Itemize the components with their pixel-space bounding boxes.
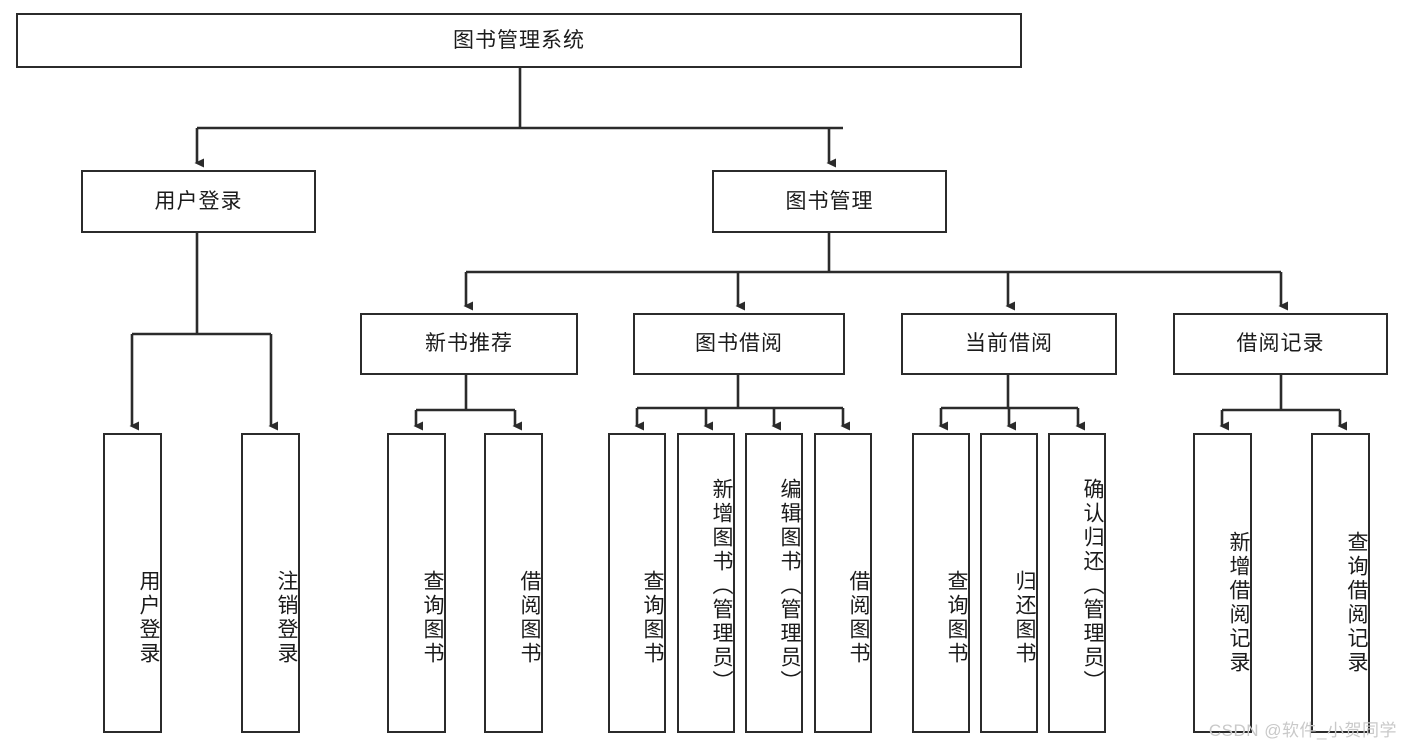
node-user-login-label: 用户登录 — [154, 189, 243, 213]
leaf-borrow-book-1-label: 借阅图书 — [518, 570, 541, 666]
node-current-borrow[interactable]: 当前借阅 — [901, 313, 1117, 375]
leaf-borrow-book-2-label: 借阅图书 — [847, 570, 870, 666]
leaf-user-login-label: 用户登录 — [137, 570, 160, 666]
leaf-query-book-2[interactable]: 查询图书 — [608, 433, 666, 733]
csdn-watermark: CSDN @软件_小贺同学 — [1208, 721, 1397, 740]
node-book-management-label: 图书管理 — [785, 189, 874, 213]
leaf-query-book-1[interactable]: 查询图书 — [387, 433, 446, 733]
leaf-add-borrow-record-label: 新增借阅记录 — [1227, 531, 1250, 675]
leaf-borrow-book-2[interactable]: 借阅图书 — [814, 433, 872, 733]
leaf-user-login[interactable]: 用户登录 — [103, 433, 162, 733]
leaf-edit-book-admin-label: 编辑图书（管理员） — [778, 478, 801, 694]
leaf-confirm-return-admin-label: 确认归还（管理员） — [1081, 478, 1104, 694]
node-root-label: 图书管理系统 — [453, 28, 585, 52]
leaf-return-book[interactable]: 归还图书 — [980, 433, 1038, 733]
node-new-book-recommend[interactable]: 新书推荐 — [360, 313, 578, 375]
leaf-borrow-book-1[interactable]: 借阅图书 — [484, 433, 543, 733]
leaf-logout-label: 注销登录 — [275, 570, 298, 666]
node-book-borrow[interactable]: 图书借阅 — [633, 313, 845, 375]
node-current-borrow-label: 当前借阅 — [965, 332, 1053, 356]
leaf-query-borrow-record[interactable]: 查询借阅记录 — [1311, 433, 1370, 733]
node-new-book-recommend-label: 新书推荐 — [425, 332, 513, 356]
leaf-edit-book-admin[interactable]: 编辑图书（管理员） — [745, 433, 803, 733]
leaf-query-borrow-record-label: 查询借阅记录 — [1345, 531, 1368, 675]
node-user-login[interactable]: 用户登录 — [81, 170, 316, 233]
leaf-logout[interactable]: 注销登录 — [241, 433, 300, 733]
leaf-confirm-return-admin[interactable]: 确认归还（管理员） — [1048, 433, 1106, 733]
leaf-add-borrow-record[interactable]: 新增借阅记录 — [1193, 433, 1252, 733]
node-borrow-records[interactable]: 借阅记录 — [1173, 313, 1388, 375]
leaf-query-book-2-label: 查询图书 — [641, 570, 664, 666]
leaf-add-book-admin-label: 新增图书（管理员） — [710, 478, 733, 694]
leaf-add-book-admin[interactable]: 新增图书（管理员） — [677, 433, 735, 733]
node-book-borrow-label: 图书借阅 — [695, 332, 783, 356]
leaf-query-book-1-label: 查询图书 — [421, 570, 444, 666]
leaf-query-book-3[interactable]: 查询图书 — [912, 433, 970, 733]
node-root[interactable]: 图书管理系统 — [16, 13, 1022, 68]
leaf-return-book-label: 归还图书 — [1013, 570, 1036, 666]
node-borrow-records-label: 借阅记录 — [1236, 332, 1325, 356]
leaf-query-book-3-label: 查询图书 — [945, 570, 968, 666]
node-book-management[interactable]: 图书管理 — [712, 170, 947, 233]
